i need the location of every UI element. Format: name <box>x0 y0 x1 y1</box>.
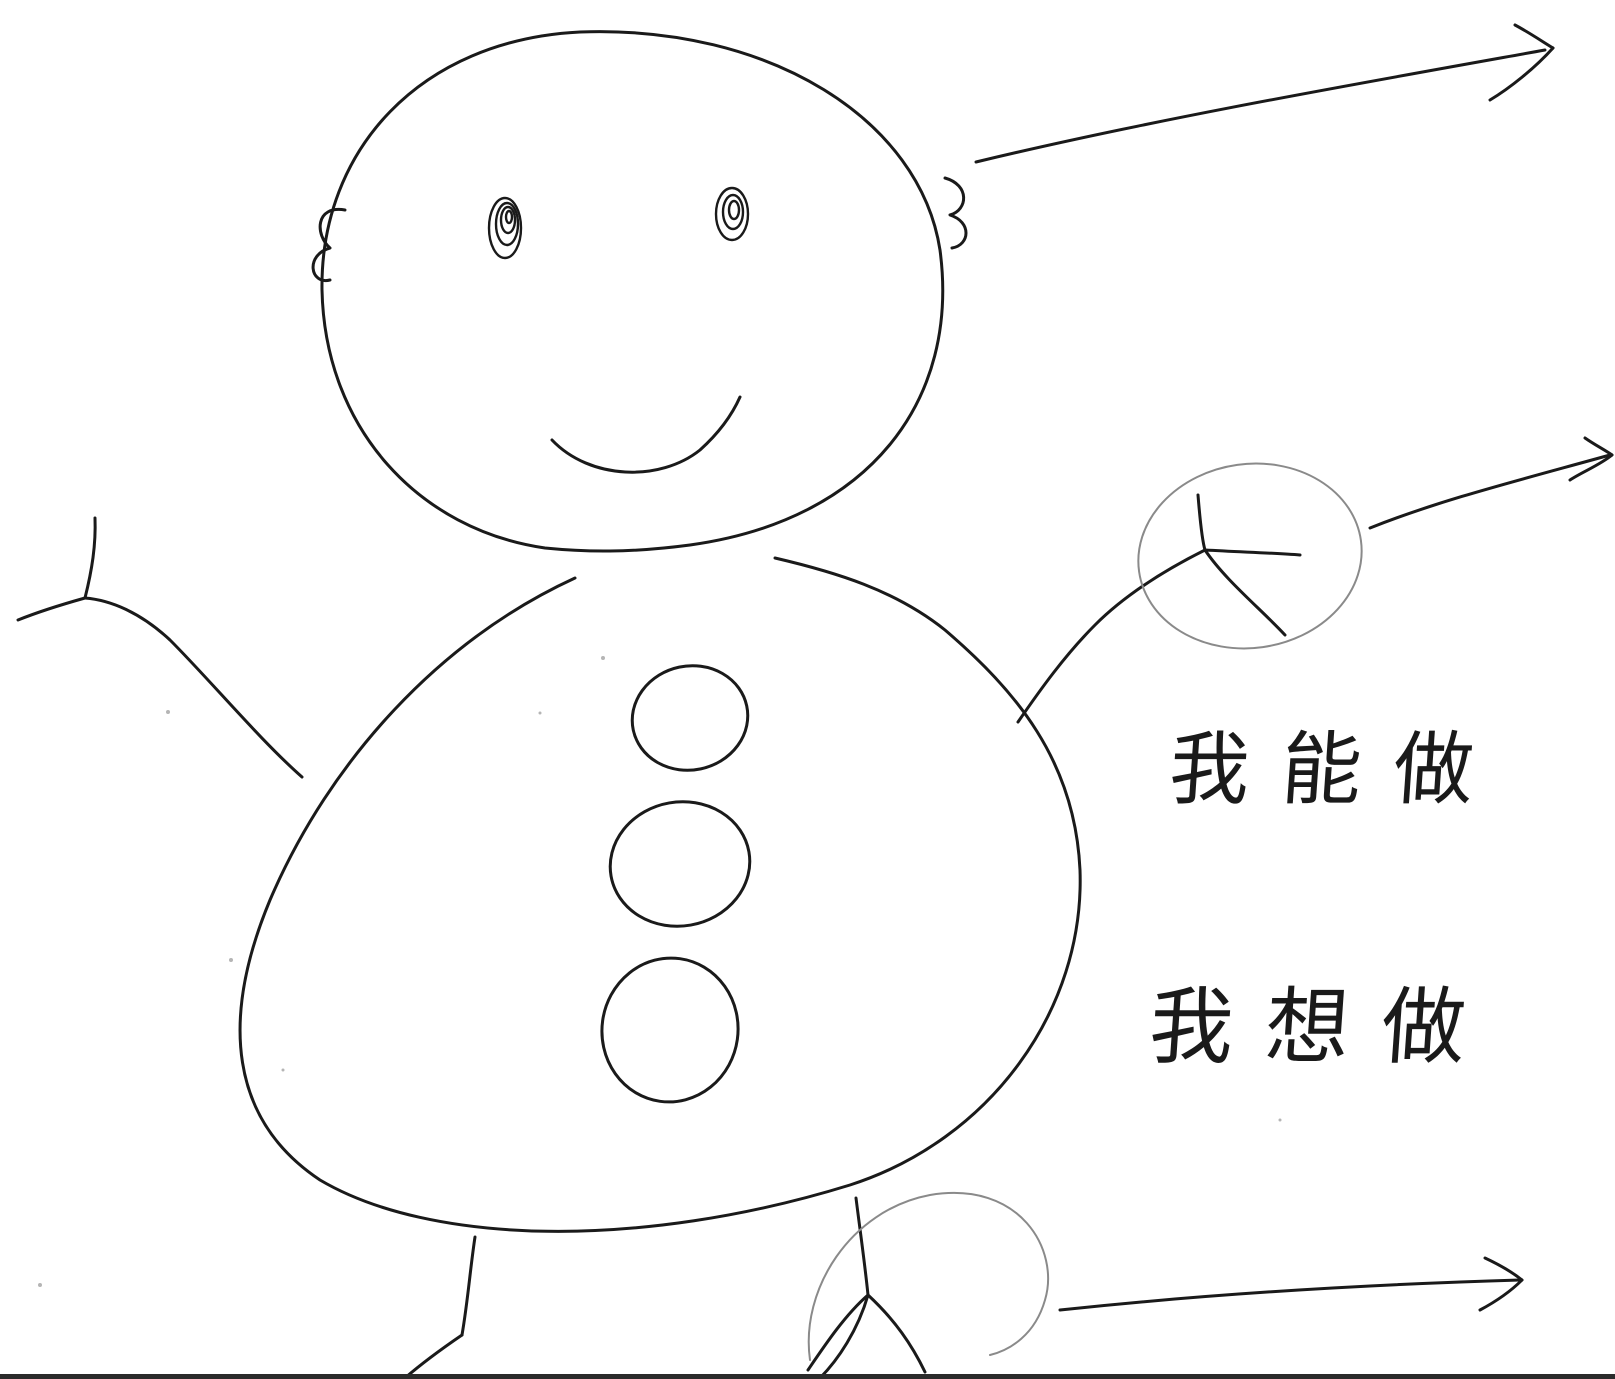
i-want-to-do-label: 我想做 <box>1146 978 1501 1076</box>
right-eye <box>714 186 750 242</box>
left-ear <box>311 208 347 282</box>
left-leg <box>403 1235 477 1379</box>
i-can-do-label: 我能做 <box>1166 723 1509 816</box>
left-arm <box>16 516 304 779</box>
right-arm <box>1016 493 1302 724</box>
arrow-bottom-right-icon <box>1058 1256 1524 1312</box>
middle-button <box>608 800 752 928</box>
right-ear <box>943 176 968 250</box>
left-eye <box>487 196 523 260</box>
paper-specks <box>38 656 1282 1287</box>
smile <box>550 395 742 474</box>
hand-circle-icon <box>1137 462 1363 650</box>
right-leg <box>806 1196 927 1379</box>
scan-edge-divider <box>0 1374 1615 1379</box>
body <box>238 556 1082 1233</box>
top-button <box>630 664 750 772</box>
arrow-middle-right-icon <box>1368 436 1614 530</box>
bottom-button <box>600 956 740 1104</box>
arrow-top-right-icon <box>974 23 1555 164</box>
head <box>320 30 945 553</box>
foot-circle-icon <box>807 1192 1050 1361</box>
